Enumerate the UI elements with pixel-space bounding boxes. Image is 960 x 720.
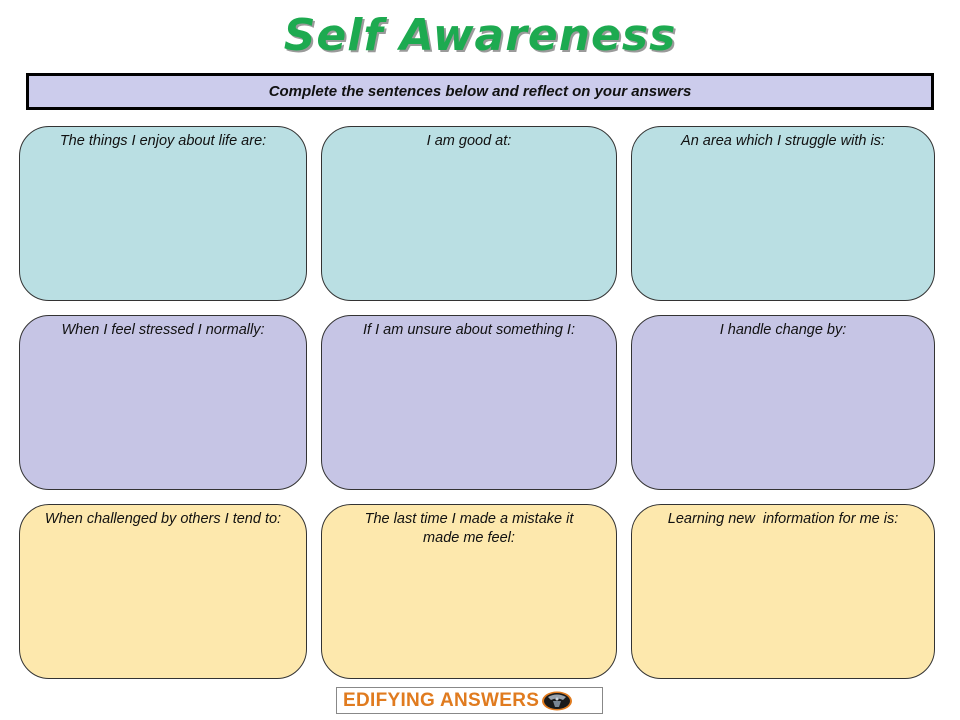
page-title: Self Awareness xyxy=(283,10,677,61)
prompt-label: Learning new information for me is: xyxy=(667,511,899,527)
logo-text: EDIFYING ANSWERS xyxy=(343,689,540,711)
prompt-label: When I feel stressed I normally: xyxy=(61,322,265,338)
prompt-label: If I am unsure about something I: xyxy=(363,322,575,338)
answer-box-mistake[interactable]: The last time I made a mistake it made m… xyxy=(321,504,617,679)
answer-box-stressed[interactable]: When I feel stressed I normally: xyxy=(19,315,307,490)
answer-box-struggle-with[interactable]: An area which I struggle with is: xyxy=(631,126,935,301)
instruction-banner: Complete the sentences below and reflect… xyxy=(26,73,934,110)
prompt-label: The things I enjoy about life are: xyxy=(59,133,267,149)
answer-box-good-at[interactable]: I am good at: xyxy=(321,126,617,301)
answer-box-challenged[interactable]: When challenged by others I tend to: xyxy=(19,504,307,679)
prompt-label: I am good at: xyxy=(426,133,512,149)
prompt-label: The last time I made a mistake it made m… xyxy=(364,511,574,546)
answer-box-enjoy-life[interactable]: The things I enjoy about life are: xyxy=(19,126,307,301)
answer-box-unsure[interactable]: If I am unsure about something I: xyxy=(321,315,617,490)
prompt-label: When challenged by others I tend to: xyxy=(44,511,282,527)
prompt-label: I handle change by: xyxy=(719,322,847,338)
edifying-answers-logo: EDIFYING ANSWERS xyxy=(336,687,603,714)
helmet-logo-icon xyxy=(541,691,573,711)
answer-box-learning[interactable]: Learning new information for me is: xyxy=(631,504,935,679)
prompt-label: An area which I struggle with is: xyxy=(681,133,885,149)
answer-box-handle-change[interactable]: I handle change by: xyxy=(631,315,935,490)
